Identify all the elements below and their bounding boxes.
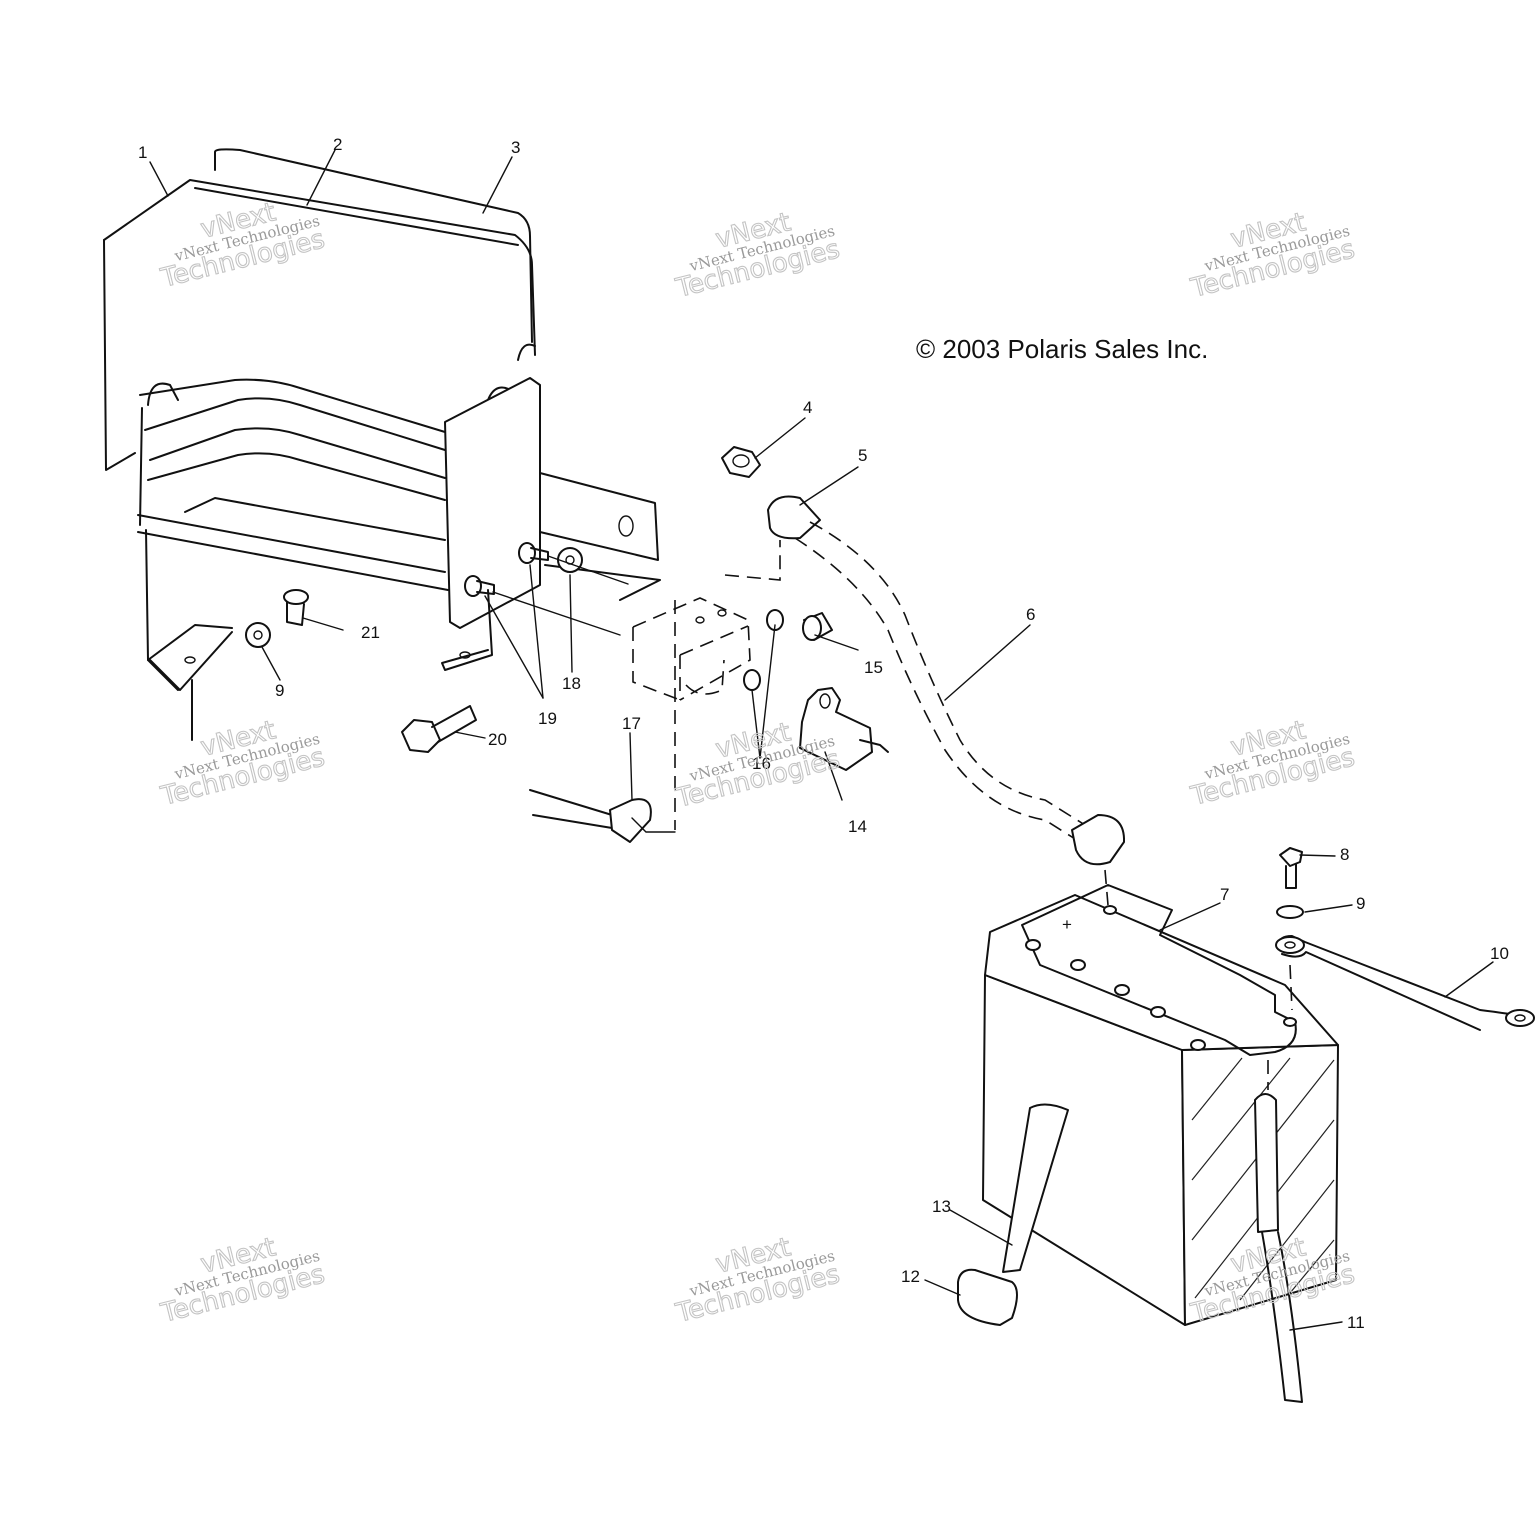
callout-leaders: [149, 149, 1494, 1331]
callout-1: 1: [138, 143, 147, 162]
watermark-top-center: vNext vNext Technologies Technologies: [672, 207, 843, 305]
watermark-mid-right: vNext vNext Technologies Technologies: [1187, 715, 1358, 813]
callout-19: 19: [538, 709, 557, 728]
callout-5: 5: [858, 446, 867, 465]
callout-8: 8: [1340, 845, 1349, 864]
boot-6-end: [1071, 814, 1126, 866]
screw-19-lower: [464, 575, 495, 597]
watermark-bottom-center: vNext vNext Technologies Technologies: [672, 1232, 843, 1330]
battery-hatch: [1191, 1057, 1335, 1301]
callout-17: 17: [622, 714, 641, 733]
star-washer-9: [245, 622, 271, 648]
callout-18: 18: [562, 674, 581, 693]
solenoid-block: [529, 540, 889, 843]
bolt-20: [401, 705, 477, 753]
bolt-21: [283, 589, 309, 626]
callout-12: 12: [901, 1267, 920, 1286]
nut-4: [721, 446, 761, 478]
battery-plus-mark: +: [1062, 915, 1072, 934]
terminal-14: [799, 687, 889, 771]
callout-11: 11: [1347, 1313, 1365, 1332]
star-washer-18: [557, 547, 583, 573]
callout-14: 14: [848, 817, 867, 836]
callout-2: 2: [333, 135, 342, 154]
battery-7: +: [957, 884, 1339, 1403]
strap-buckle-12: [957, 1268, 1018, 1326]
cable-10: [1275, 847, 1535, 1031]
washer-16-lower: [743, 669, 761, 691]
watermark-top-right: vNext vNext Technologies Technologies: [1187, 207, 1358, 305]
callout-4: 4: [803, 398, 812, 417]
screw-8: [1279, 847, 1303, 867]
battery-box: [103, 148, 661, 741]
callout-3: 3: [511, 138, 520, 157]
callout-9-battery: 9: [1356, 894, 1365, 913]
watermark-mid-left: vNext vNext Technologies Technologies: [157, 715, 328, 813]
callout-6: 6: [1026, 605, 1035, 624]
callout-21: 21: [361, 623, 380, 642]
callout-9-box: 9: [275, 681, 284, 700]
vent-tube-11: [1254, 1093, 1279, 1233]
callout-20: 20: [488, 730, 507, 749]
watermark-top-left: vNext vNext Technologies Technologies: [157, 197, 328, 295]
washer-9-upper: [1276, 905, 1304, 919]
watermark-bottom-left: vNext vNext Technologies Technologies: [157, 1232, 328, 1330]
callout-labels: 1 2 3 4 5 6 7 8 9 9 10 11 12 13 14 15 16…: [138, 135, 1509, 1332]
cable-17: [529, 789, 676, 843]
strap-13: [1002, 1103, 1069, 1273]
screw-19-upper: [518, 542, 549, 564]
spacer-15: [802, 612, 833, 641]
callout-10: 10: [1490, 944, 1509, 963]
boot-5: [767, 495, 821, 540]
callout-7: 7: [1220, 885, 1229, 904]
copyright-notice: © 2003 Polaris Sales Inc.: [916, 334, 1208, 364]
callout-16: 16: [752, 754, 771, 773]
callout-15: 15: [864, 658, 883, 677]
cable-6: [767, 495, 1126, 906]
callout-13: 13: [932, 1197, 951, 1216]
hardware: [245, 446, 761, 753]
